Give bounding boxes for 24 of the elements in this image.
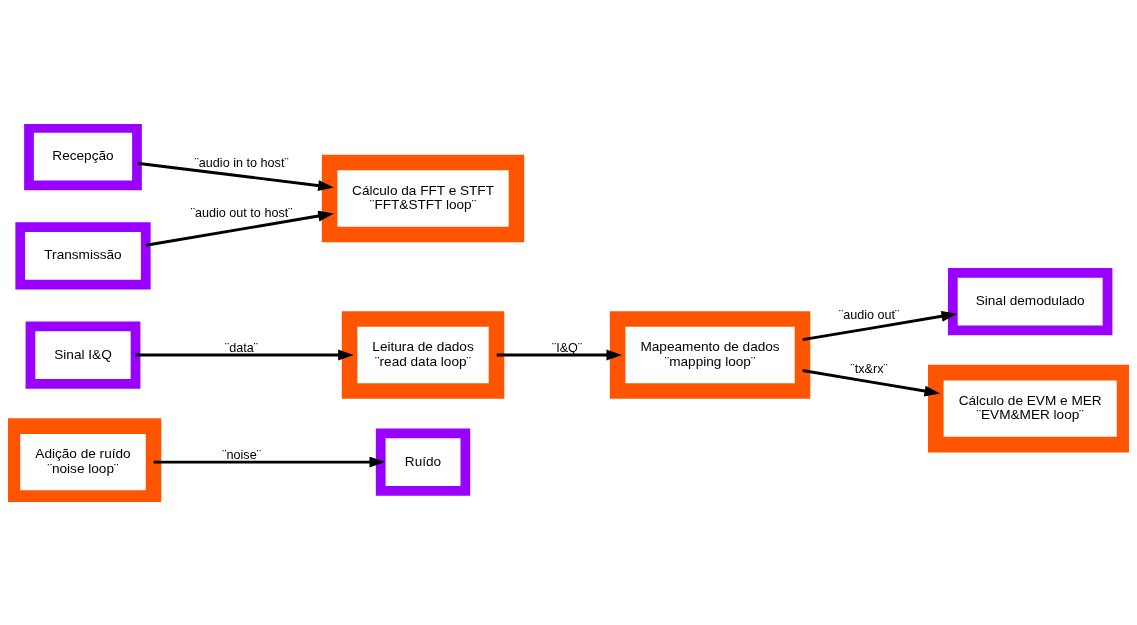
edge-label: ¨audio in to host¨ bbox=[194, 155, 289, 170]
arrow bbox=[136, 161, 334, 191]
node-box: Leitura de dados ¨read data loop¨ bbox=[341, 310, 505, 399]
edge-label: ¨noise¨ bbox=[222, 447, 261, 462]
arrow bbox=[135, 349, 354, 361]
edge-label: ¨audio out to host¨ bbox=[190, 205, 293, 220]
node-box: Cálculo da FFT e STFT ¨FFT&STFT loop¨ bbox=[321, 154, 525, 242]
edge-label: ¨I&Q¨ bbox=[551, 340, 583, 355]
arrow bbox=[153, 456, 386, 468]
edge-label: ¨audio out¨ bbox=[838, 307, 900, 322]
node-box: Sinal demodulado bbox=[947, 267, 1113, 335]
node-box: Transmissão bbox=[15, 221, 151, 289]
node-box: Sinal I&Q bbox=[25, 321, 141, 389]
node-box: Cálculo de EVM e MER ¨EVM&MER loop¨ bbox=[928, 364, 1129, 452]
arrow bbox=[496, 349, 623, 361]
edge-label: ¨data¨ bbox=[225, 340, 259, 355]
arrow bbox=[145, 210, 334, 247]
arrow bbox=[802, 310, 958, 341]
edge-label: ¨tx&rx¨ bbox=[850, 361, 888, 376]
arrow bbox=[802, 368, 941, 396]
node-box: Recepção bbox=[24, 123, 142, 190]
node-box: Ruído bbox=[375, 428, 471, 496]
node-box: Mapeamento de dados ¨mapping loop¨ bbox=[609, 310, 811, 399]
node-box: Adição de ruído ¨noise loop¨ bbox=[8, 417, 162, 502]
